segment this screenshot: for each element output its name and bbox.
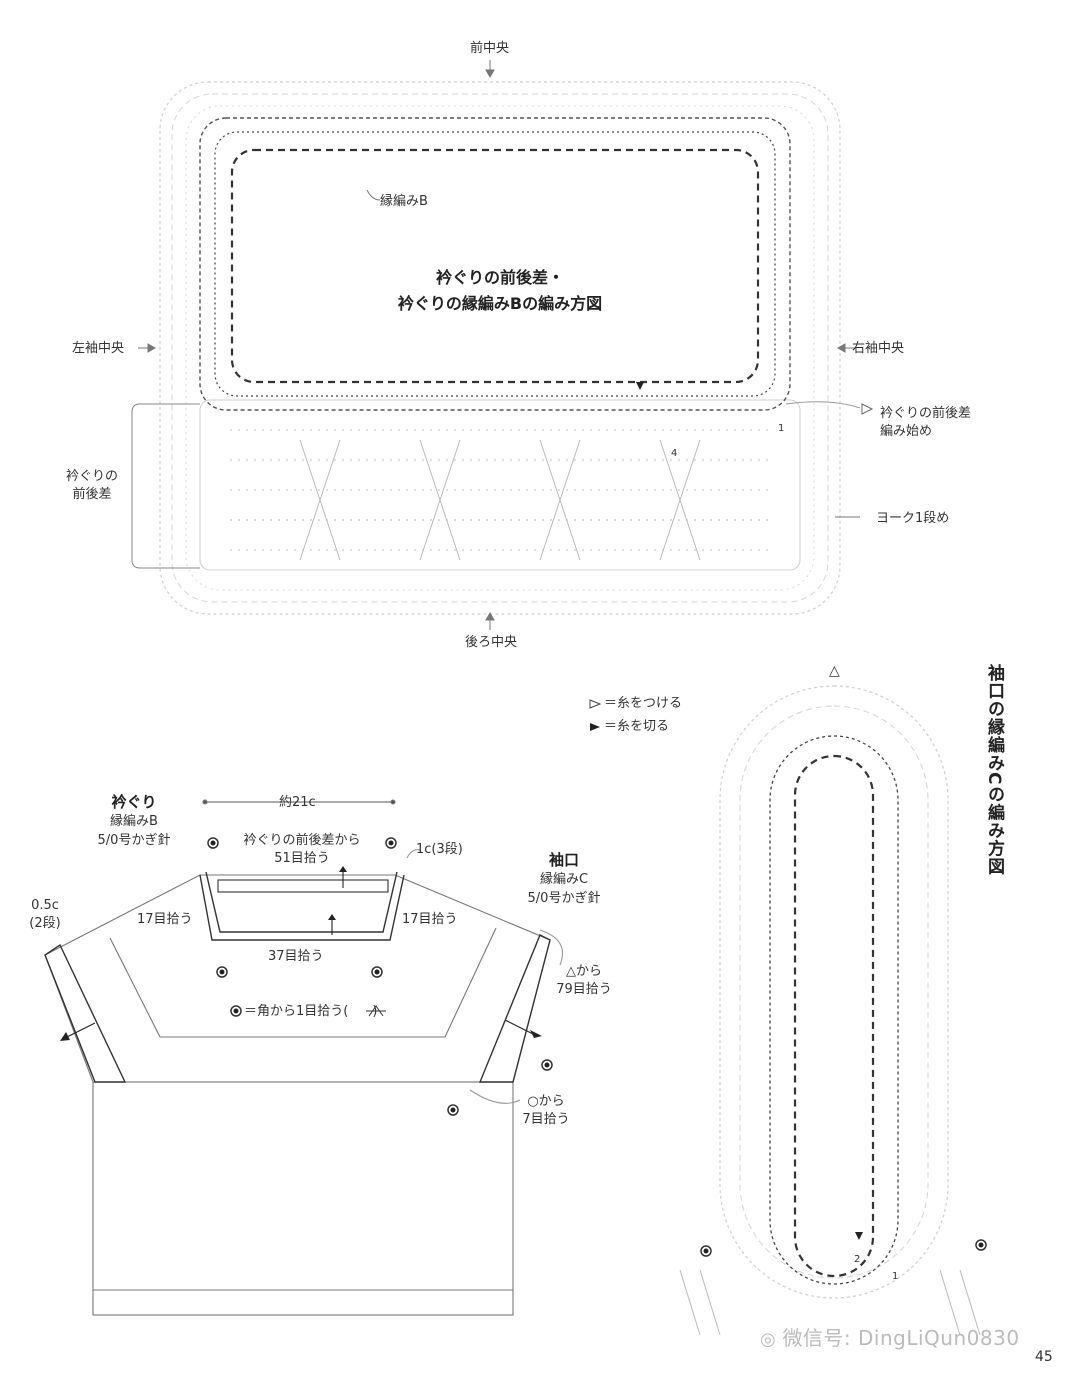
label-back-center: 後ろ中央 [465, 635, 518, 650]
cut-thread-icon [590, 723, 600, 731]
label-yoke-row1: ヨーク1段め [876, 511, 950, 526]
cuff-hook-size: 5/0号かぎ針 [527, 891, 601, 906]
top-chart-title-line1: 衿ぐりの前後差・ [435, 268, 564, 287]
page-number: 45 [1035, 1349, 1053, 1365]
neck-hook-size: 5/0号かぎ針 [97, 833, 171, 848]
watermark-text: 微信号: DingLiQun0830 [782, 1326, 1020, 1350]
sleeve-row-number-1: 1 [892, 1271, 899, 1282]
neck-title: 衿ぐり [111, 793, 157, 811]
neck-width-label: 約21c [279, 795, 316, 810]
cuff-edge-c: 縁編みC [539, 872, 589, 887]
legend-cut-thread: ＝糸を切る [604, 719, 670, 734]
yoke-chart [131, 60, 874, 630]
wechat-icon: ◎ [760, 1329, 783, 1350]
pickup-dots [207, 837, 553, 1116]
label-left-sleeve-center: 左袖中央 [72, 341, 125, 356]
sleeve-chart-title: 袖口の縁編みCの編み方図 [984, 664, 1004, 876]
pickup-17-right: 17目拾う [402, 912, 458, 927]
neck-height-label: 1c(3段) [416, 842, 463, 857]
row-number-1: 1 [778, 423, 785, 434]
sweater-schematic [44, 799, 564, 1316]
corner-pickup-symbol [366, 1005, 386, 1017]
thread-cut-marker [636, 382, 644, 390]
legend-attach-thread: ＝糸をつける [604, 696, 683, 711]
neck-edge-b: 縁編みB [110, 814, 158, 829]
label-start-position: 衿ぐりの前後差 編み始め [880, 406, 972, 439]
row-number-4: 4 [671, 448, 678, 459]
pickup-front-label: 衿ぐりの前後差から 51目拾う [243, 833, 361, 866]
pickup-7-label: ○から 7目拾う [522, 1094, 570, 1127]
corner-pickup-note: ＝角から1目拾う() [244, 1003, 377, 1021]
pickup-37-label: 37目拾う [268, 949, 324, 964]
top-chart-title-line2: 衿ぐりの縁編みBの編み方図 [397, 293, 603, 313]
corner-pickup-note-text: ＝角から1目拾う( [244, 1004, 349, 1019]
corner-pickup-note-end: ) [372, 1004, 378, 1019]
top-chart-title: 衿ぐりの前後差・ 衿ぐりの縁編みBの編み方図 [330, 265, 670, 316]
watermark: ◎ 微信号: DingLiQun0830 [760, 1322, 1020, 1351]
sleeve-start-mark: △ [829, 663, 840, 679]
sleeve-chart [679, 685, 987, 1336]
cuff-height-label: 0.5c (2段) [29, 898, 61, 931]
pickup-17-left: 17目拾う [137, 912, 193, 927]
label-front-center: 前中央 [470, 41, 510, 56]
cuff-title: 袖口 [548, 851, 579, 869]
pickup-79-label: △から 79目拾う [556, 964, 612, 997]
sleeve-row-number-2: 2 [854, 1254, 861, 1265]
attach-thread-icon [589, 699, 602, 709]
label-edge-b: 縁編みB [380, 194, 428, 209]
label-neck-difference: 衿ぐりの 前後差 [66, 469, 119, 502]
label-right-sleeve-center: 右袖中央 [852, 341, 905, 356]
